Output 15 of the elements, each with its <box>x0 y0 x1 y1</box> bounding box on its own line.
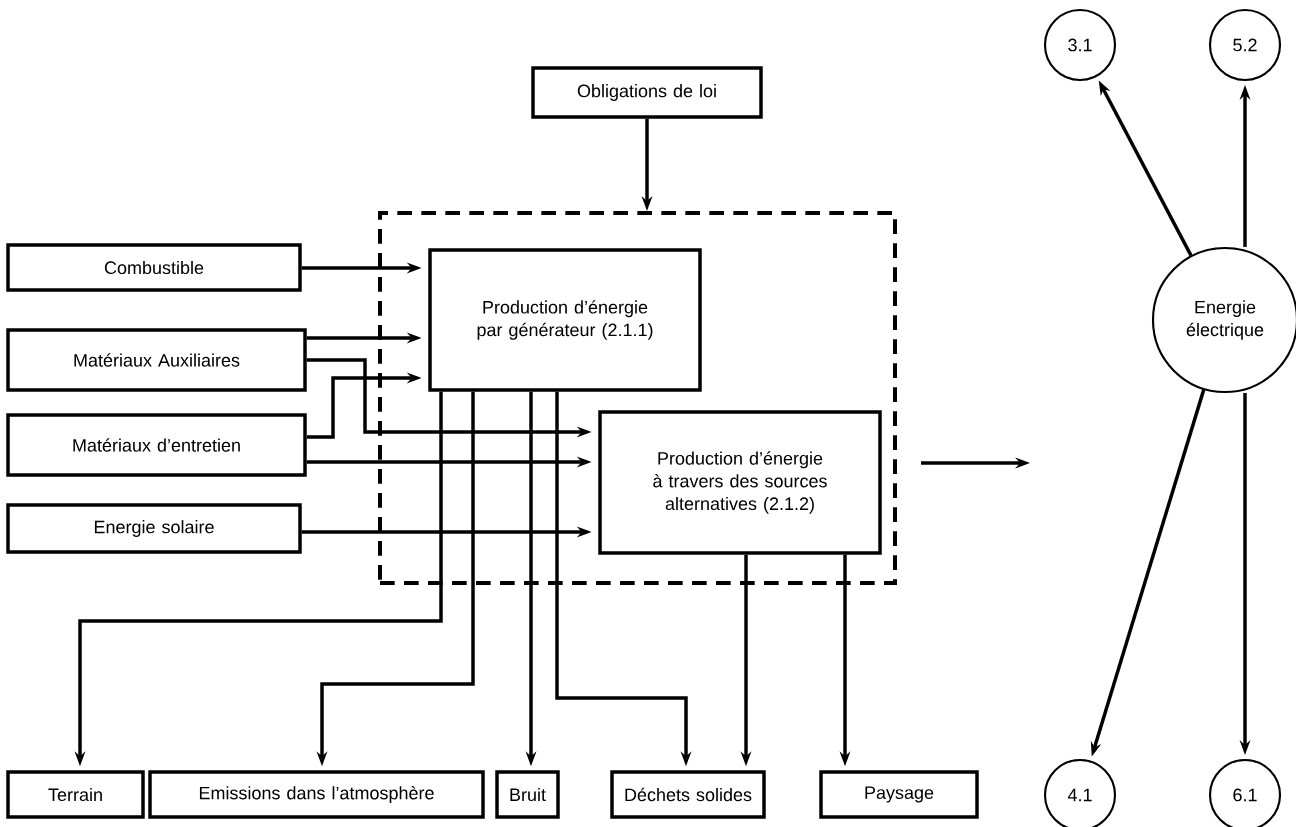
process-box: Energie solaire <box>6 503 302 554</box>
process-box: Emissions dans l’atmosphère <box>148 770 485 819</box>
process-box: Déchets solides <box>610 770 766 819</box>
process-box: Matériaux Auxiliaires <box>6 328 307 392</box>
process-box: Production d’énergie à travers des sources alternatives (2.1.2) <box>598 410 882 555</box>
process-box: Bruit <box>495 770 560 819</box>
circle-node: 3.1 <box>1043 8 1117 82</box>
process-box: Matériaux d’entretien <box>6 413 307 477</box>
process-box: Obligations de loi <box>531 66 763 119</box>
circle-node: 5.2 <box>1208 8 1282 82</box>
system-boundary <box>378 211 897 585</box>
process-box: Paysage <box>819 770 979 819</box>
process-box: Production d’énergie par générateur (2.1.1) <box>428 248 702 392</box>
process-box: Combustible <box>6 243 302 292</box>
process-box: Terrain <box>6 770 145 819</box>
